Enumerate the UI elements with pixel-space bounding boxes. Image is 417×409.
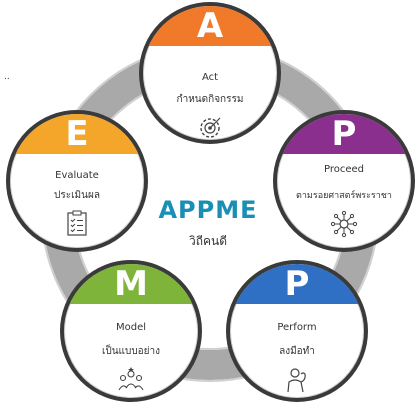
node-act-label-en: Act bbox=[201, 72, 219, 83]
node-evaluate-letter: E bbox=[10, 114, 144, 154]
node-evaluate: E Evaluate ประเมินผล bbox=[6, 110, 148, 252]
node-proceed-letter: P bbox=[277, 114, 411, 154]
node-evaluate-label-th: ประเมินผล bbox=[54, 190, 100, 201]
node-model-label-th: เป็นแบบอย่าง bbox=[101, 346, 161, 357]
ellipsis-mark: .. bbox=[4, 72, 10, 82]
group-star-icon bbox=[118, 367, 144, 391]
node-model: M Model เป็นแบบอย่าง bbox=[60, 260, 202, 402]
node-perform-label-en: Perform bbox=[277, 322, 317, 333]
node-proceed-label-en: Proceed bbox=[323, 164, 364, 175]
node-model-label-en: Model bbox=[115, 322, 147, 333]
center-title: APPME bbox=[158, 196, 258, 224]
node-act: A Act กำหนดกิจกรรม bbox=[139, 2, 281, 144]
checklist-icon bbox=[67, 210, 87, 236]
node-proceed: P Proceed ตามรอยศาสตร์พระราชา bbox=[273, 110, 415, 252]
node-perform-letter: P bbox=[230, 264, 364, 304]
center-subtitle: วิถีคนดี bbox=[188, 234, 228, 248]
node-act-letter: A bbox=[143, 6, 277, 46]
node-proceed-label-th: ตามรอยศาสตร์พระราชา bbox=[296, 191, 392, 201]
gear-target-icon bbox=[200, 117, 221, 138]
strong-person-icon bbox=[287, 368, 306, 393]
node-perform-label-th: ลงมือทำ bbox=[279, 346, 315, 357]
node-model-letter: M bbox=[64, 264, 198, 304]
node-perform: P Perform ลงมือทำ bbox=[226, 260, 368, 402]
node-act-label-th: กำหนดกิจกรรม bbox=[176, 94, 244, 105]
network-icon bbox=[330, 210, 358, 238]
node-evaluate-label-en: Evaluate bbox=[55, 170, 99, 181]
